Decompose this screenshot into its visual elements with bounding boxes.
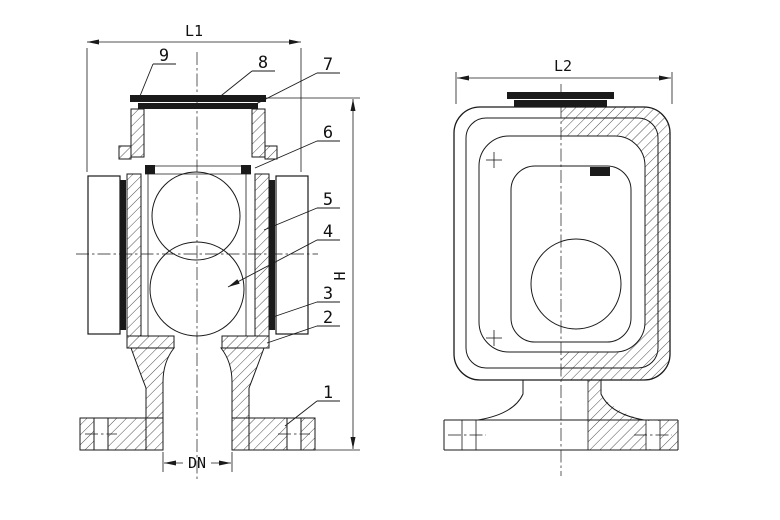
dimension-dn: DN (162, 452, 233, 472)
left-side-cover-plate (87, 175, 121, 335)
seal-ring-side (590, 167, 610, 176)
seal-ring-left (145, 165, 155, 174)
neck-outline-left (477, 380, 524, 421)
dimension-l2: L2 (455, 57, 673, 104)
top-cover-plate (130, 95, 266, 102)
dimension-h: H (261, 97, 360, 451)
upper-neck-wall-right (251, 108, 266, 158)
callout-2-label: 2 (323, 308, 333, 328)
chamber-wall-left (126, 173, 142, 337)
leader-3 (272, 301, 318, 318)
leader-1 (284, 400, 318, 427)
leader-2 (266, 325, 318, 344)
top-cover-gasket (138, 103, 258, 109)
body-wall-line (465, 117, 659, 369)
front-section-view: L1 H DN 9 8 7 (79, 22, 360, 472)
chamber-bottom-right (221, 335, 270, 349)
top-cover-plate-side (507, 92, 614, 99)
callout-1-label: 1 (323, 383, 333, 403)
callout-7-label: 7 (323, 55, 333, 75)
right-gasket (269, 180, 275, 330)
callout-6-label: 6 (323, 123, 333, 143)
seal-ring-right (241, 165, 251, 174)
leader-9 (139, 63, 154, 97)
neck-wall-right (219, 347, 265, 419)
inner-chamber-profile (510, 165, 632, 343)
neck-outline-right (600, 380, 645, 421)
cross-mark-top (486, 152, 502, 168)
chamber-wall-right (254, 173, 270, 337)
left-gasket (120, 180, 126, 330)
upper-float-ball (151, 171, 241, 261)
chamber-bottom-left (126, 335, 175, 349)
body-half-section-hatch (561, 107, 671, 381)
center-lines (76, 52, 672, 480)
callout-4-label: 4 (323, 222, 333, 242)
callout-3-label: 3 (323, 284, 333, 304)
leader-5 (263, 207, 318, 231)
dim-label-l1: L1 (185, 22, 203, 40)
pipe-wall-left (145, 417, 164, 451)
cross-mark-bottom (486, 330, 502, 346)
side-section-view: L2 (443, 57, 679, 451)
inner-cavity-window (478, 135, 646, 353)
callouts: 9 8 7 6 5 4 3 2 1 (139, 46, 340, 427)
leader-6 (254, 140, 318, 169)
dim-label-h: H (331, 271, 349, 280)
callout-8-label: 8 (258, 53, 268, 73)
pipe-wall-right (231, 417, 250, 451)
top-cover-gasket-side (514, 100, 607, 107)
upper-flange-tab-left (118, 145, 132, 160)
neck-wall-left (130, 347, 176, 419)
upper-neck-wall-left (130, 108, 145, 158)
leader-4 (227, 239, 318, 288)
callout-9-label: 9 (159, 46, 169, 66)
right-side-cover-plate (275, 175, 309, 335)
leader-7 (251, 72, 318, 107)
bolt-hole-clear (646, 421, 660, 449)
dim-label-l2: L2 (554, 57, 572, 75)
upper-flange-tab-right (264, 145, 278, 160)
callout-5-label: 5 (323, 190, 333, 210)
leader-8 (216, 70, 253, 100)
dimension-l1: L1 (86, 22, 302, 172)
float-ball-side (530, 238, 622, 330)
